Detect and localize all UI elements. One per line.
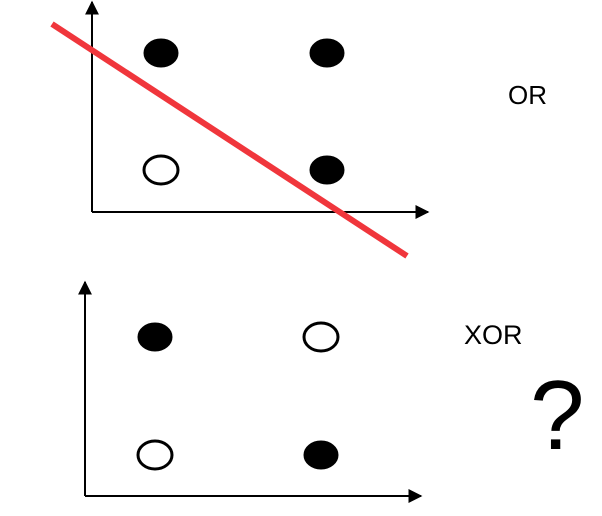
- question-mark: ?: [530, 360, 585, 470]
- or-points: [142, 38, 345, 186]
- xor-panel: [78, 280, 423, 503]
- or-label: OR: [508, 80, 547, 110]
- or-panel: [50, 0, 430, 259]
- empty-point-or-0-0: [142, 154, 180, 186]
- xor-label: XOR: [464, 320, 523, 350]
- filled-point-or-1-1: [309, 38, 345, 68]
- filled-point-xor-0-1: [137, 322, 173, 352]
- filled-point-xor-1-0: [303, 440, 339, 470]
- decision-boundary-line: [50, 21, 409, 259]
- xor-points: [136, 321, 340, 471]
- empty-point-xor-1-1: [302, 321, 340, 353]
- empty-point-xor-0-0: [136, 439, 174, 471]
- filled-point-or-1-0: [309, 155, 345, 185]
- filled-point-or-0-1: [143, 38, 179, 68]
